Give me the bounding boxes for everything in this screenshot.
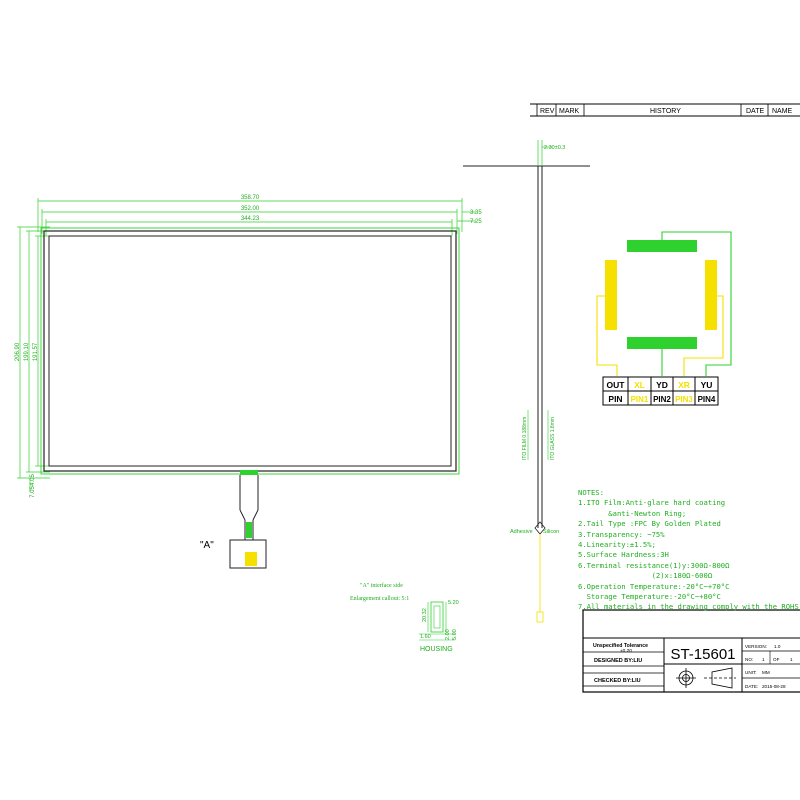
date-value: 2015-08-28 [762, 684, 786, 689]
interface-detail: "A" interface side Enlargement callout: … [350, 582, 409, 602]
note-line: 4.Linearity:±1.5%; [578, 540, 656, 550]
history-mark: MARK [559, 108, 580, 115]
version-value: 1.0 [774, 644, 781, 649]
tolerance-label: Unspecified Tolerance [593, 643, 648, 649]
dim-bottom-left-1: 4.05 [30, 474, 36, 486]
panel-active-area [48, 235, 452, 467]
dim-bottom-left-2: 7.05 [30, 486, 36, 498]
housing-dim-5: 5.00 [452, 629, 458, 640]
no-value: 1 [762, 657, 765, 662]
housing-dim-3: 1.60 [420, 634, 431, 640]
label-silicon: Silicon [543, 529, 559, 535]
front-view: 358.70 352.00 344.23 3.35 7.25 206.90 19… [15, 195, 482, 569]
dim-top-inner: 344.23 [241, 216, 260, 222]
history-date: DATE [746, 108, 764, 115]
note-line: &anti-Newton Ring; [578, 508, 687, 518]
interface-title: "A" interface side [360, 582, 403, 589]
of-value: 1 [790, 657, 793, 662]
electrode-right [705, 260, 717, 330]
date-label: DATE: [745, 684, 758, 689]
unit-value: MM [762, 670, 770, 675]
dim-right-offset-1: 3.35 [470, 210, 482, 216]
note-line: 5.Surface Hardness:3H [578, 550, 669, 560]
view-a-label: "A" [200, 540, 214, 551]
interface-scale: Enlargement callout: 5:1 [350, 596, 409, 602]
electrode-bottom [627, 337, 697, 349]
checked-by: CHECKED BY:LIU [594, 678, 641, 684]
note-line: 2.Tail Type :FPC By Golden Plated [578, 519, 721, 529]
note-line: 6.Terminal resistance(1)y:300Ω-800Ω [578, 560, 730, 570]
history-title: HISTORY [650, 108, 681, 115]
unit-label: UNIT: [745, 670, 756, 675]
pin-3: PIN3 [675, 395, 693, 404]
projection-symbol-icon [676, 667, 736, 689]
circuit-schematic [596, 231, 732, 376]
housing-dim-2: 20.32 [422, 608, 428, 622]
tolerance-value: ±0.20 [620, 648, 632, 654]
dim-right-offset-2: 7.25 [470, 219, 482, 225]
history-name: NAME [772, 108, 793, 115]
pin-1: PIN1 [631, 395, 649, 404]
notes-block: NOTES: 1.ITO Film:Anti-glare hard coatin… [578, 488, 799, 613]
history-rev: REV [540, 108, 555, 115]
note-line: 1.ITO Film:Anti-glare hard coating [578, 498, 726, 508]
designed-by: DESIGNED BY:LIU [594, 658, 642, 664]
dim-thickness: 2.30±0.3 [544, 145, 565, 151]
no-label: NO: [745, 657, 753, 662]
label-ito-glass: ITO GLASS 1.8mm [550, 417, 556, 460]
dim-left-overall: 206.90 [15, 342, 21, 361]
pin-2: PIN2 [653, 395, 671, 404]
pin-table: OUT PIN XL YD XR YU PIN1 PIN2 PIN3 PIN4 [602, 376, 719, 406]
part-number: ST-15601 [670, 646, 735, 663]
side-view: 2.30±0.3 ITO FILM 0.188mm ITO GLASS 1.8m… [463, 140, 590, 623]
of-label: OF [773, 657, 780, 662]
fpc-tail [229, 470, 267, 569]
note-line: 6.Operation Temperature:-20°C~+70°C [578, 581, 730, 591]
housing-label: HOUSING [420, 646, 453, 653]
housing-dim-1: 5.20 [448, 600, 459, 606]
pin-out-yd: YD [656, 380, 668, 390]
housing-detail: 5.20 20.32 1.60 2.00 5.00 HOUSING [419, 600, 459, 653]
dim-top-overall: 358.70 [241, 195, 260, 201]
housing-dim-4: 2.00 [445, 629, 451, 640]
history-header: REV MARK HISTORY DATE NAME [530, 103, 800, 117]
pin-4: PIN4 [698, 395, 716, 404]
note-line: 3.Transparency: ~75% [578, 529, 665, 539]
pin-out-xl: XL [634, 380, 645, 390]
note-line: 7.All materials in the drawing comply wi… [578, 602, 799, 612]
pin-table-pin-label: PIN [608, 394, 622, 404]
version-label: VERSION: [745, 644, 767, 649]
title-block: Unspecified Tolerance ±0.20 DESIGNED BY:… [582, 609, 800, 693]
pin-table-out-label: OUT [607, 380, 626, 390]
note-line: (2)x:180Ω-600Ω [578, 571, 713, 581]
label-ito-film: ITO FILM 0.188mm [522, 417, 528, 460]
dim-left-inner: 191.57 [33, 342, 39, 361]
panel-outline-outer [43, 230, 457, 472]
note-line: Storage Temperature:-20°C~+80°C [578, 592, 721, 602]
electrode-top [627, 240, 697, 252]
electrode-left [605, 260, 617, 330]
panel-outline-green [40, 227, 460, 475]
pin-out-xr: XR [678, 380, 690, 390]
notes-title: NOTES: [578, 488, 604, 497]
dim-left-middle: 199.10 [24, 342, 30, 361]
pin-out-yu: YU [701, 380, 713, 390]
label-adhesive: Adhesive [510, 529, 533, 535]
dim-top-middle: 352.00 [241, 206, 260, 212]
